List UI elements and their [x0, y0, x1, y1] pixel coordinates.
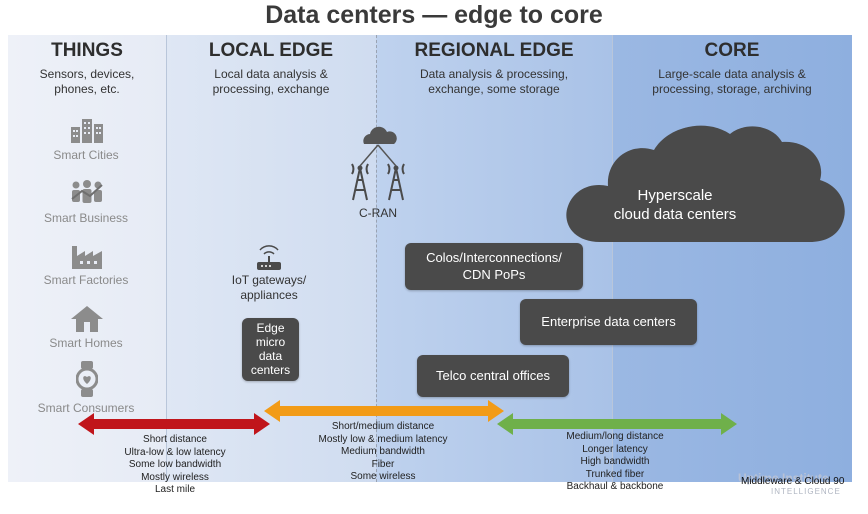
core-distance-text: Medium/long distance Longer latency High… — [540, 431, 690, 494]
band-divider — [612, 35, 613, 482]
core-band — [612, 35, 852, 482]
telco-central-offices-box: Telco central offices — [417, 355, 569, 397]
hyperscale-label: Hyperscale cloud data centers — [590, 186, 760, 224]
distance-line: Medium/long distance — [566, 431, 664, 442]
buildings-icon — [71, 119, 103, 143]
distance-line: High bandwidth — [580, 456, 650, 467]
column-heading-things: THINGS — [51, 40, 123, 61]
thing-label: Smart Factories — [43, 273, 129, 287]
core-distance-arrow — [497, 413, 737, 435]
local-distance-arrow — [78, 413, 270, 435]
description-line: Sensors, devices, — [39, 67, 135, 81]
description-line: phones, etc. — [54, 82, 120, 96]
enterprise-data-centers-box: Enterprise data centers — [520, 299, 697, 345]
colos-line: Colos/Interconnections/ — [426, 250, 562, 265]
description-line: processing, storage, archiving — [652, 82, 812, 96]
column-heading-core: CORE — [704, 40, 760, 61]
distance-line: Some low bandwidth — [128, 459, 222, 470]
distance-line: Medium bandwidth — [341, 446, 425, 457]
column-description-core: Large-scale data analysis & processing, … — [612, 67, 852, 97]
footer-caption: Middleware & Cloud 90 — [741, 476, 845, 487]
column-description-local-edge: Local data analysis & processing, exchan… — [166, 67, 376, 97]
description-line: exchange, some storage — [428, 82, 560, 96]
distance-line: Longer latency — [582, 443, 648, 455]
smartwatch-icon — [76, 361, 98, 397]
distance-line: Mostly low & medium latency — [318, 433, 448, 445]
cran-label: C-RAN — [359, 206, 397, 220]
logo-subtext: INTELLIGENCE — [771, 487, 841, 496]
thing-label: Smart Consumers — [37, 401, 135, 415]
description-line: Data analysis & processing, — [419, 67, 569, 81]
edge-micro-line: micro — [255, 335, 286, 349]
arrow-shape — [78, 413, 270, 435]
edge-micro-line: Edge — [256, 321, 285, 335]
distance-line: Last mile — [154, 484, 195, 495]
arrow-shape — [264, 400, 504, 422]
distance-line: Backhaul & backbone — [566, 481, 664, 492]
distance-line: Fiber — [371, 458, 395, 470]
distance-line: Trunked fiber — [585, 468, 645, 480]
thing-label: Smart Cities — [53, 148, 119, 162]
column-description-regional-edge: Data analysis & processing, exchange, so… — [376, 67, 612, 97]
distance-line: Short distance — [143, 434, 207, 445]
regional-distance-arrow — [264, 400, 504, 422]
cran-icon — [351, 126, 405, 201]
colos-interconnections-box: Colos/Interconnections/ CDN PoPs — [405, 243, 583, 290]
hyperscale-line: Hyperscale — [637, 187, 713, 204]
description-line: processing, exchange — [212, 82, 330, 96]
arrow-shape — [497, 413, 737, 435]
thing-label: Smart Business — [43, 211, 129, 225]
logo-text: Uptime Institute — [738, 471, 829, 485]
description-line: Large-scale data analysis & — [658, 67, 806, 81]
column-heading-regional-edge: REGIONAL EDGE — [414, 40, 574, 61]
column-description-things: Sensors, devices, phones, etc. — [8, 67, 166, 97]
local-distance-text: Short distance Ultra-low & low latency S… — [100, 434, 250, 497]
distance-line: Ultra-low & low latency — [124, 446, 226, 458]
regional-distance-text: Short/medium distance Mostly low & mediu… — [298, 421, 468, 484]
distance-line: Short/medium distance — [331, 421, 435, 432]
factory-icon — [72, 246, 102, 269]
page-title: Data centers — edge to core — [265, 1, 603, 29]
column-heading-local-edge: LOCAL EDGE — [208, 40, 334, 61]
iot-label-line: appliances — [240, 288, 298, 302]
edge-micro-data-centers: Edge micro data centers — [242, 318, 299, 381]
distance-line: Mostly wireless — [141, 471, 209, 483]
band-divider — [166, 35, 167, 482]
iot-label-line: IoT gateways/ — [231, 273, 307, 287]
thing-label: Smart Homes — [49, 336, 123, 350]
iot-gateways-label: IoT gateways/ appliances — [206, 273, 332, 303]
band-divider — [376, 35, 377, 482]
description-line: Local data analysis & — [214, 67, 328, 81]
colos-line: CDN PoPs — [462, 267, 526, 282]
house-icon — [71, 306, 103, 332]
distance-line: Some wireless — [350, 471, 416, 482]
hyperscale-line: cloud data centers — [613, 206, 737, 223]
edge-micro-line: data — [258, 349, 283, 363]
cloud-shape — [566, 125, 845, 242]
router-icon — [257, 245, 281, 270]
people-icon — [71, 180, 103, 203]
edge-micro-line: centers — [250, 363, 291, 377]
